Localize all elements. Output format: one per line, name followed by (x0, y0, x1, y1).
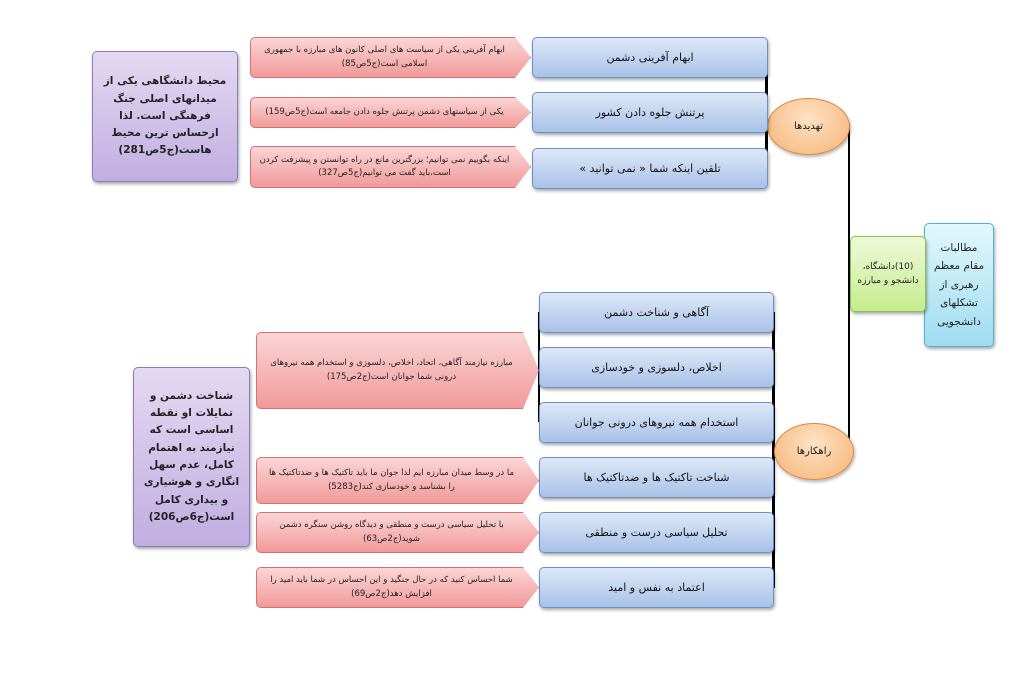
root-connector (848, 124, 850, 447)
threat-quote: یکی از سیاستهای دشمن پرتنش جلوه دادن جام… (250, 97, 531, 128)
topic-node[interactable]: (10)دانشگاه، دانشجو و مبارزه (850, 236, 926, 312)
solution-item-label: اخلاص، دلسوزی و خودسازی (591, 361, 722, 374)
solution-item-label: آگاهی و شناخت دشمن (604, 306, 709, 319)
threat-item[interactable]: پرتنش جلوه دادن کشور (532, 92, 768, 133)
solution-item[interactable]: تحلیل سیاسی درست و منطقی (539, 512, 774, 553)
threat-item-label: تلقین اینکه شما « نمی توانید » (579, 162, 721, 175)
solution-item-label: شناخت تاکتیک ها و ضدتاکتیک ها (583, 471, 730, 484)
solutions-label: راهکارها (796, 446, 832, 457)
solution-item-label: اعتماد به نفس و امید (608, 581, 705, 594)
solution-quote-text: شما احساس کنید که در حال جنگید و این احس… (270, 575, 513, 599)
solution-item[interactable]: شناخت تاکتیک ها و ضدتاکتیک ها (539, 457, 774, 498)
threats-node[interactable]: تهدیدها (767, 98, 850, 155)
threat-item[interactable]: تلقین اینکه شما « نمی توانید » (532, 148, 768, 189)
solution-quote: شما احساس کنید که در حال جنگید و این احس… (256, 567, 539, 608)
solutions-node[interactable]: راهکارها (774, 423, 854, 480)
solution-item-label: استخدام همه نیروهای درونی جوانان (574, 416, 739, 429)
solution-quote-text: مبارزه نیازمند آگاهی، اتحاد، اخلاص، دلسو… (270, 358, 513, 382)
solution-item[interactable]: آگاهی و شناخت دشمن (539, 292, 774, 333)
topic-label: (10)دانشگاه، دانشجو و مبارزه (857, 261, 919, 286)
solution-item-label: تحلیل سیاسی درست و منطقی (585, 526, 728, 539)
threats-note-text: محیط دانشگاهی یکی از میدانهای اصلی جنگ ف… (103, 75, 227, 157)
solution-item[interactable]: اخلاص، دلسوزی و خودسازی (539, 347, 774, 388)
root-node[interactable]: مطالبات مقام معظم رهبری از تشکلهای دانشج… (924, 223, 994, 347)
root-label: مطالبات مقام معظم رهبری از تشکلهای دانشج… (933, 242, 985, 328)
threat-item-label: ابهام آفرینی دشمن (606, 51, 694, 64)
threats-label: تهدیدها (794, 121, 823, 132)
threat-quote-text: یکی از سیاستهای دشمن پرتنش جلوه دادن جام… (265, 106, 504, 117)
solution-item[interactable]: اعتماد به نفس و امید (539, 567, 774, 608)
threat-quote: اینکه بگوییم نمی توانیم؛ بزرگترین مانع د… (250, 146, 531, 188)
solution-quote-text: ما در وسط میدان مبارزه ایم لذا جوان ما ب… (268, 468, 515, 492)
threat-item-label: پرتنش جلوه دادن کشور (595, 106, 705, 119)
solutions-note-text: شناخت دشمن و تمایلات او نقطه اساسی است ک… (143, 389, 240, 523)
threat-item[interactable]: ابهام آفرینی دشمن (532, 37, 768, 78)
solutions-connector-right (772, 312, 775, 588)
solution-quote-text: با تحلیل سیاسی درست و منطقی و دیدگاه روش… (279, 520, 504, 544)
solution-item[interactable]: استخدام همه نیروهای درونی جوانان (539, 402, 774, 443)
solution-quote: با تحلیل سیاسی درست و منطقی و دیدگاه روش… (256, 512, 539, 553)
solution-quote: ما در وسط میدان مبارزه ایم لذا جوان ما ب… (256, 457, 539, 504)
threat-quote: ابهام آفرینی یکی از سیاست های اصلی کانون… (250, 37, 531, 78)
threat-quote-text: اینکه بگوییم نمی توانیم؛ بزرگترین مانع د… (259, 154, 510, 178)
solutions-note: شناخت دشمن و تمایلات او نقطه اساسی است ک… (133, 367, 250, 547)
threat-quote-text: ابهام آفرینی یکی از سیاست های اصلی کانون… (264, 45, 505, 69)
threats-note: محیط دانشگاهی یکی از میدانهای اصلی جنگ ف… (92, 51, 238, 182)
solution-quote: مبارزه نیازمند آگاهی، اتحاد، اخلاص، دلسو… (256, 332, 539, 409)
